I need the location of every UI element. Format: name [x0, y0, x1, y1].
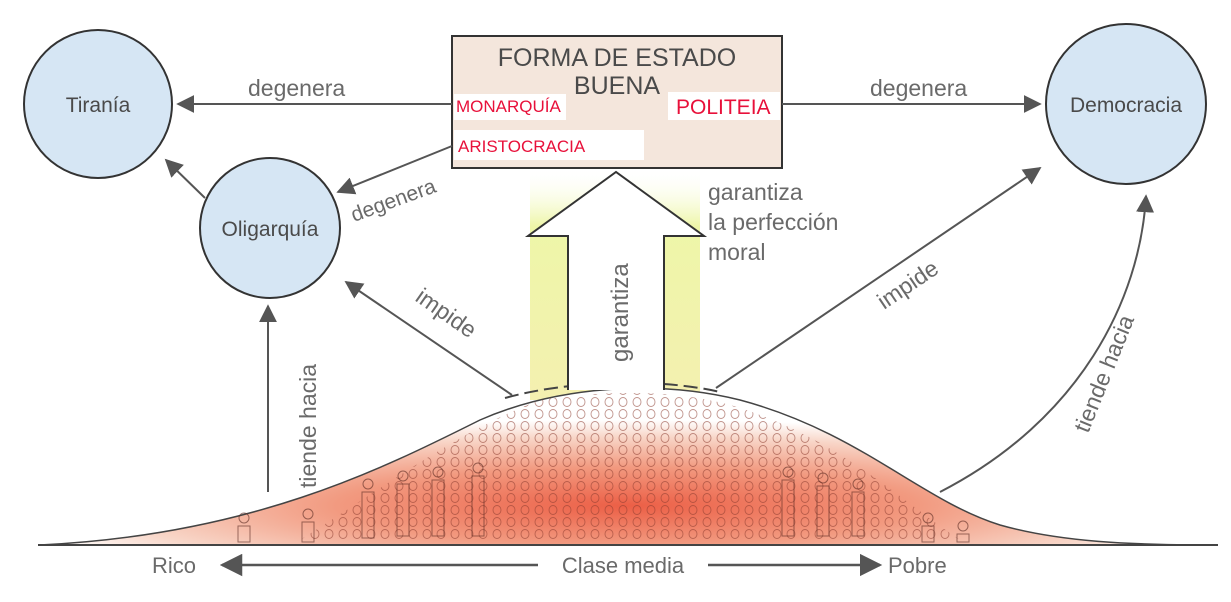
- garantiza-arrow-label: garantiza: [607, 263, 634, 362]
- politeia-label: POLITEIA: [676, 96, 771, 119]
- politeia-highlight: [668, 92, 780, 120]
- garantiza-text-line2: la perfección: [708, 209, 838, 235]
- oligarquia-label: Oligarquía: [222, 218, 319, 241]
- arrow-impide-left: [344, 280, 513, 396]
- garantiza-text-line3: moral: [708, 239, 766, 265]
- garantiza-arrow: [524, 170, 708, 390]
- arrow-tiende-right: [939, 194, 1155, 493]
- aristocracia-label: ARISTOCRACIA: [458, 137, 586, 156]
- monarquia-highlight: [454, 94, 566, 120]
- clase-media-bg: [538, 548, 708, 578]
- arrow-degenera-oligarquia: [336, 145, 453, 195]
- garantiza-text-line1: garantiza: [708, 179, 803, 205]
- box-title-line1: FORMA DE ESTADO: [498, 44, 736, 72]
- pobre-label: Pobre: [888, 553, 947, 578]
- box-title-line2: BUENA: [574, 72, 660, 100]
- democracia-node: [1045, 23, 1207, 185]
- degenera-right-label: degenera: [870, 75, 967, 101]
- tiende-right-label: tiende hacia: [1069, 311, 1140, 436]
- crowd-people: [237, 462, 970, 543]
- arrow-oligarquia-tirania: [164, 158, 206, 199]
- aristocracia-highlight: [454, 130, 644, 160]
- arrow-impide-right: [715, 166, 1042, 389]
- monarquia-label: MONARQUÍA: [456, 97, 562, 116]
- democracia-label: Democracia: [1070, 94, 1182, 117]
- tirania-node: [23, 29, 173, 179]
- clase-media-label: Clase media: [562, 553, 685, 578]
- oligarquia-node: [199, 157, 341, 299]
- tiende-left-label: tiende hacia: [295, 364, 321, 488]
- tirania-label: Tiranía: [66, 94, 131, 117]
- degenera-left-label: degenera: [248, 75, 345, 101]
- crowd-figures: [300, 393, 960, 540]
- impide-right-label: impide: [872, 255, 943, 314]
- rico-label: Rico: [152, 553, 196, 578]
